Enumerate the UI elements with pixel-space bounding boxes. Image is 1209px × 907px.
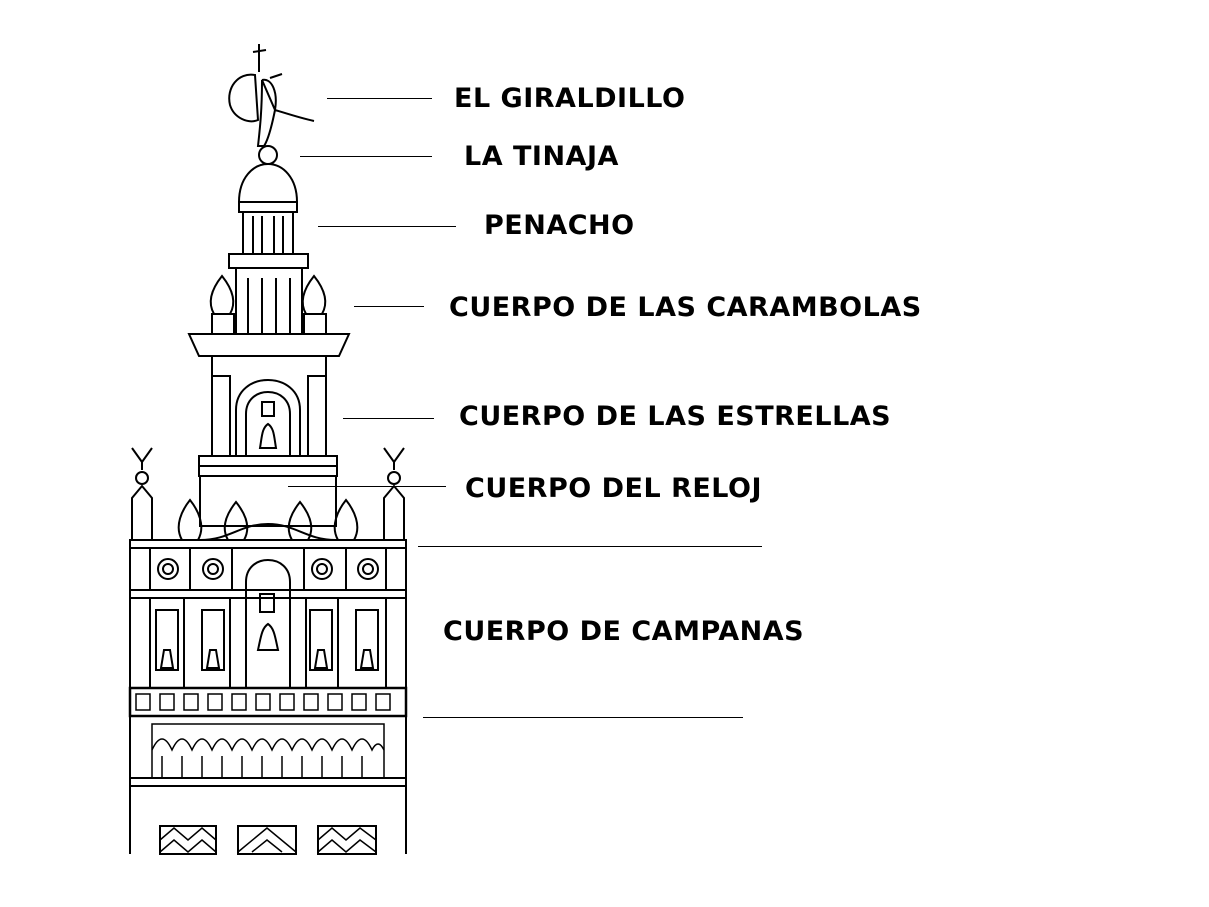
- campanas-element: [129, 539, 407, 689]
- tower-shaft: [128, 686, 408, 855]
- giraldillo-figure: [228, 44, 315, 147]
- label-cuerpo-campanas: CUERPO DE CAMPANAS: [443, 616, 805, 647]
- leader-line-reloj: [288, 486, 446, 487]
- carambolas-element: [187, 267, 351, 357]
- tinaja-element: [258, 145, 278, 165]
- label-cuerpo-carambolas: CUERPO DE LAS CARAMBOLAS: [449, 292, 922, 323]
- label-giraldillo: EL GIRALDILLO: [454, 83, 686, 114]
- leader-line-estrellas: [343, 418, 434, 419]
- leader-line-carambolas: [354, 306, 424, 307]
- pinnacles-element: [131, 447, 405, 541]
- bracket-line-campanas-top: [418, 546, 762, 547]
- penacho-element: [228, 162, 309, 269]
- leader-line-penacho: [318, 226, 456, 227]
- leader-line-giraldillo: [327, 98, 432, 99]
- label-cuerpo-reloj: CUERPO DEL RELOJ: [465, 473, 763, 504]
- reloj-element: [198, 455, 338, 527]
- estrellas-element: [211, 355, 327, 457]
- bracket-line-campanas-bottom: [423, 717, 743, 718]
- label-cuerpo-estrellas: CUERPO DE LAS ESTRELLAS: [459, 401, 892, 432]
- leader-line-tinaja: [300, 156, 432, 157]
- label-tinaja: LA TINAJA: [464, 141, 619, 172]
- label-penacho: PENACHO: [484, 210, 635, 241]
